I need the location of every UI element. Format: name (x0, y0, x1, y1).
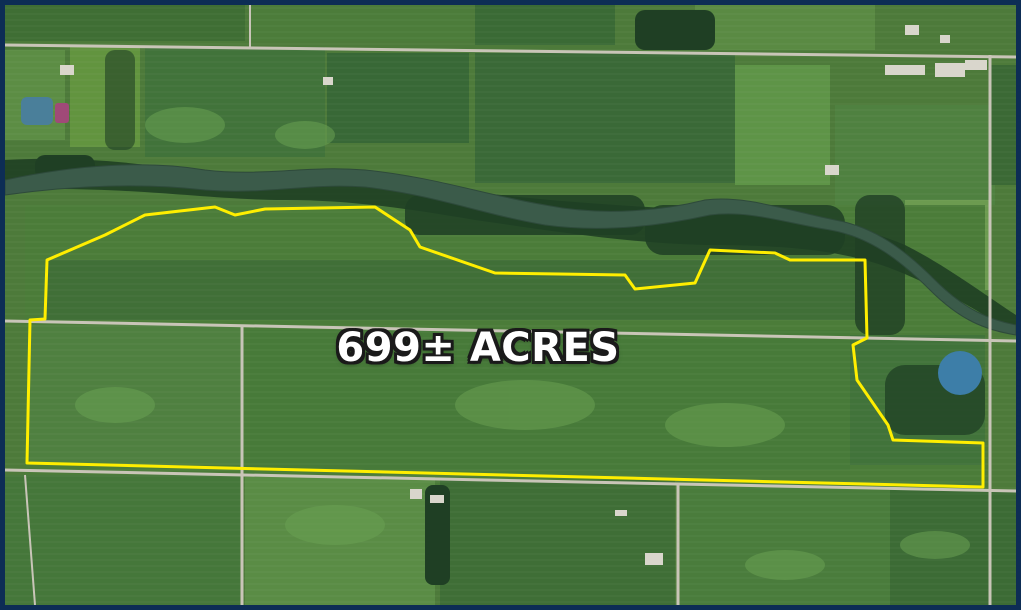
aerial-map (5, 5, 1016, 605)
property-boundary-outline (25, 205, 985, 489)
river (5, 164, 1016, 336)
pond (938, 351, 982, 395)
acreage-label: 699± ACRES (336, 325, 620, 371)
farm-buildings (60, 25, 987, 565)
field-patches (5, 5, 1016, 605)
lagoon (21, 97, 53, 125)
roads (5, 5, 1016, 605)
field-variation (75, 107, 970, 580)
